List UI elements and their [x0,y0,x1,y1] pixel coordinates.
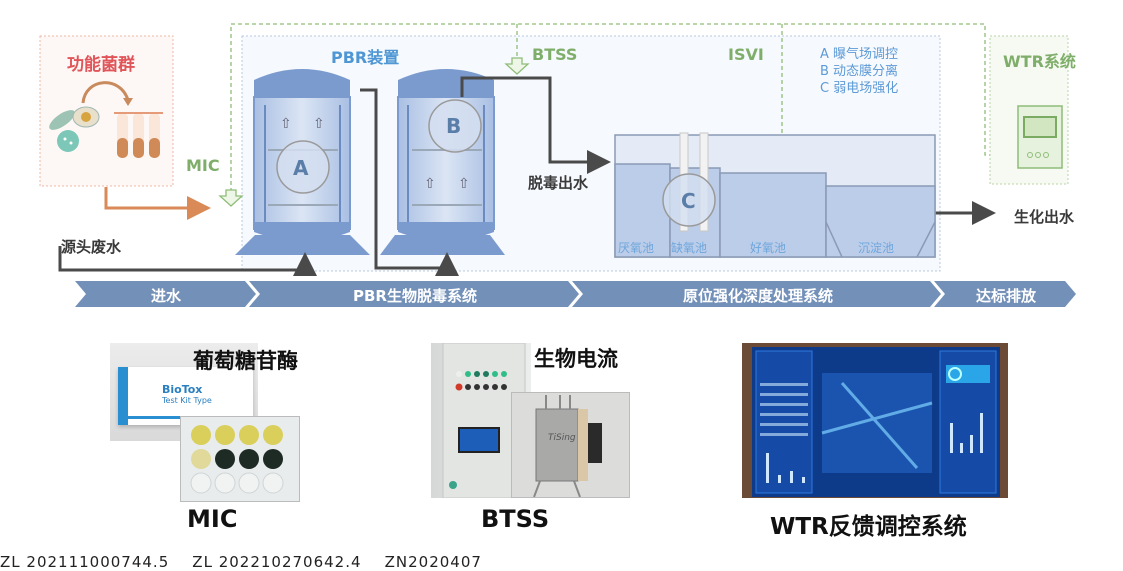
detox-effluent-pipe [460,76,611,174]
kit-type: Test Kit Type [162,396,212,405]
controller-cabinet-icon [1017,105,1063,169]
transfer-pipe [360,88,459,276]
wtr-dashboard-photo [742,343,1008,498]
tank-anoxic: 缺氧池 [671,241,708,255]
mic-label: MIC [186,156,220,175]
device-brand: TiSing [548,433,576,443]
source-wastewater-label: 源头废水 [61,238,122,256]
legend-item-b: B 动态膜分离 [820,64,899,79]
banner-stage-discharge: 达标排放 [975,287,1036,305]
tank-settling: 沉淀池 [858,241,895,255]
btss-overlay-label: 生物电流 [534,347,618,371]
test-tube-icons [114,112,163,158]
banner-stage-isvi: 原位强化深度处理系统 [682,287,833,305]
process-banner [75,281,1076,307]
legend-item-c: C 弱电场强化 [820,81,899,96]
mic-overlay-label: 葡萄糖苷酶 [193,349,298,373]
pbr-device-label: PBR装置 [331,48,400,67]
tank-train [614,132,936,258]
isvi-label: ISVI [728,45,764,64]
functional-bacteria-title: 功能菌群 [67,55,135,75]
biochem-effluent-label: 生化出水 [1014,208,1075,226]
inoculation-arrow [104,187,211,220]
reactor-b: ⇧ ⇧ [380,69,505,255]
footer-patent-text: ZL 202111000744.5 ZL 202210270642.4 ZN20… [0,553,482,571]
marker-b: B [446,114,462,138]
btss-input-arrow-icon [504,57,530,75]
btss-caption: BTSS [481,505,550,533]
transfer-arrow-icon [81,81,130,104]
marker-c: C [681,189,696,213]
process-diagram: ⇧ ⇧ ⇧ ⇧ [39,23,1076,307]
bacteria-icon [49,106,100,152]
influent-pipe [58,246,317,276]
wtr-caption: WTR反馈调控系统 [770,514,967,540]
detox-effluent-label: 脱毒出水 [528,174,589,192]
svg-text:⇧: ⇧ [424,176,436,192]
reactor-a: ⇧ ⇧ [235,69,370,255]
btss-device-photo: TiSing [511,392,630,498]
svg-text:⇧: ⇧ [458,176,470,192]
btss-label: BTSS [532,45,578,64]
mic-caption: MIC [187,505,238,533]
legend-item-a: A 曝气场调控 [820,47,899,62]
wtr-system-label: WTR系统 [1003,52,1076,71]
kit-brand: BioTox [162,383,203,396]
legend: A 曝气场调控 B 动态膜分离 C 弱电场强化 [820,46,898,97]
tank-anaerobic: 厌氧池 [618,241,655,255]
mic-input-arrow-icon [218,189,244,207]
marker-a: A [293,156,309,180]
bacteria-box [39,35,174,187]
banner-stage-pbr: PBR生物脱毒系统 [353,287,477,305]
svg-text:⇧: ⇧ [313,116,325,132]
well-plate-photo [180,416,300,502]
tank-aerobic: 好氧池 [750,241,787,255]
svg-text:⇧: ⇧ [280,116,292,132]
banner-stage-influent: 进水 [150,287,181,305]
